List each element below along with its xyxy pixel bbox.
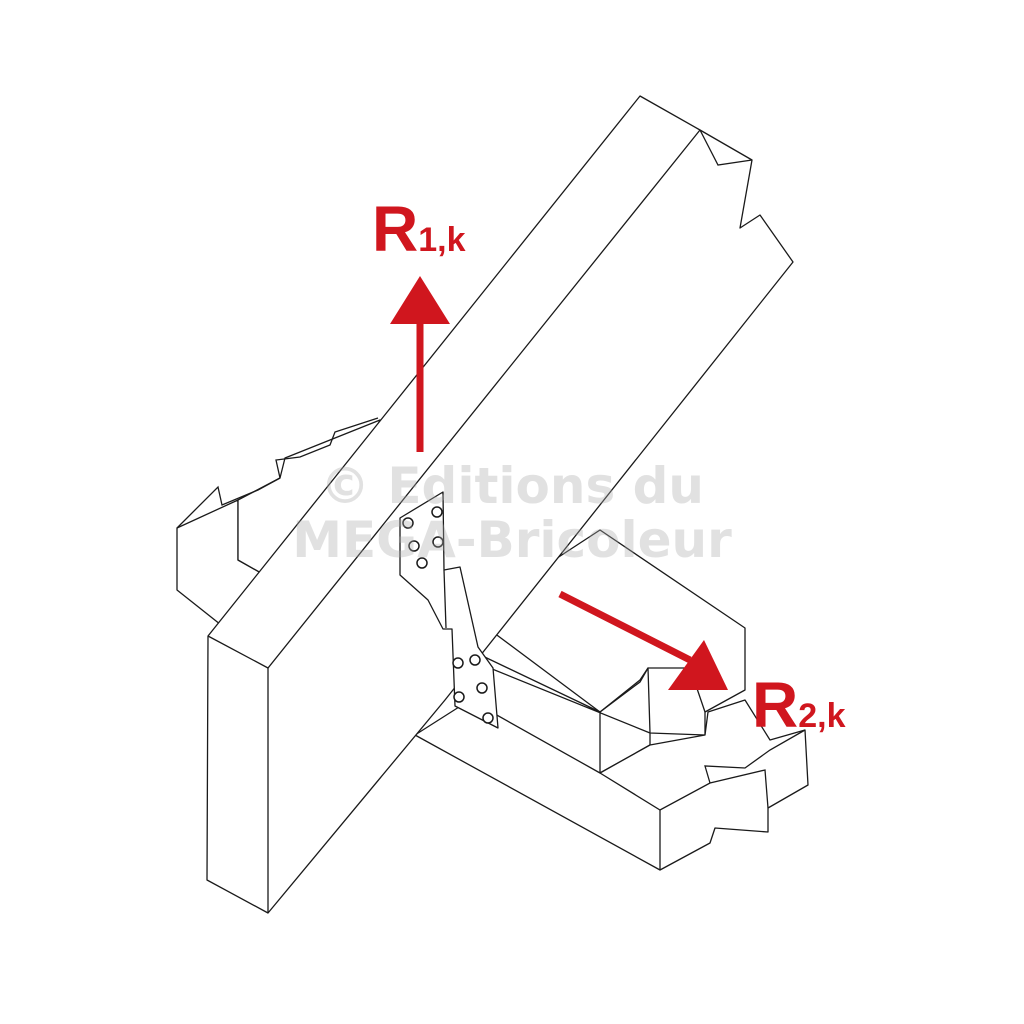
- force-label-r1-main: R: [372, 193, 419, 265]
- metal-bracket: [399, 491, 499, 729]
- screw-holes: [402, 506, 494, 724]
- rafter: [206, 95, 794, 914]
- force-label-r2: R2,k: [752, 668, 845, 742]
- wall-plate: [414, 699, 809, 871]
- watermark-line2: MEGA-Bricoleur: [292, 511, 732, 569]
- force-label-r2-sub: 2,k: [798, 697, 846, 735]
- force-arrow-r1: [390, 276, 450, 452]
- force-label-r2-main: R: [752, 669, 799, 741]
- force-label-r1-sub: 1,k: [418, 221, 466, 259]
- force-arrow-r2: [558, 590, 728, 690]
- force-label-r1: R1,k: [372, 192, 465, 266]
- watermark-line1: © Editions du: [319, 457, 705, 515]
